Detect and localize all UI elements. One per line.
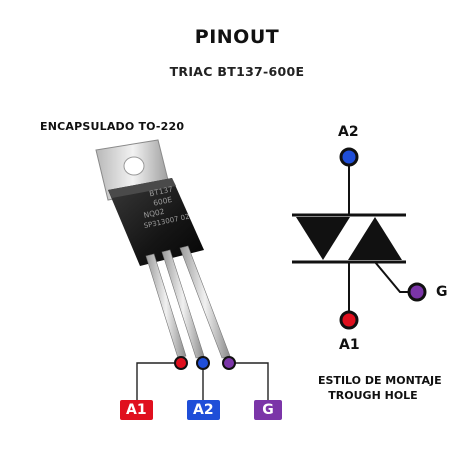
symbol-dot-a1 [339, 310, 359, 330]
mount-style-line-2: TROUGH HOLE [328, 389, 418, 402]
page-subtitle: TRIAC BT137-600E [169, 64, 305, 79]
package-marking: BT137 600E NQ02 SP313007 02 [143, 184, 191, 230]
triangle-up [348, 217, 402, 260]
pin-dot-a2 [196, 356, 210, 370]
pin-badge-a2: A2 [187, 400, 220, 420]
symbol-dot-a2 [339, 147, 359, 167]
symbol-label-g: G [436, 284, 448, 300]
wire-g [229, 362, 269, 400]
pin-dot-a1 [174, 356, 188, 370]
package-label: ENCAPSULADO TO-220 [40, 120, 185, 133]
lead-2 [161, 249, 205, 359]
lead-3 [179, 245, 231, 359]
triangle-down [296, 217, 350, 260]
wire-a1 [136, 362, 181, 400]
pin-dot-g [222, 356, 236, 370]
marking-line-2: 600E [152, 195, 173, 208]
symbol-label-a2: A2 [338, 124, 359, 140]
package-body [108, 178, 204, 266]
to220-package [95, 139, 231, 359]
page-title: PINOUT [194, 26, 280, 48]
tab-mounting-hole [123, 156, 145, 176]
marking-line-3: NQ02 [143, 207, 166, 220]
symbol-dot-g [407, 282, 427, 302]
pin-badge-g: G [254, 400, 282, 420]
mount-style-line-1: ESTILO DE MONTAJE [318, 374, 442, 387]
lead-1 [145, 253, 187, 359]
mount-style-label: ESTILO DE MONTAJE TROUGH HOLE [318, 373, 442, 403]
pin-badge-a1: A1 [120, 400, 153, 420]
triac-symbol [292, 157, 416, 320]
symbol-label-a1: A1 [339, 337, 360, 353]
